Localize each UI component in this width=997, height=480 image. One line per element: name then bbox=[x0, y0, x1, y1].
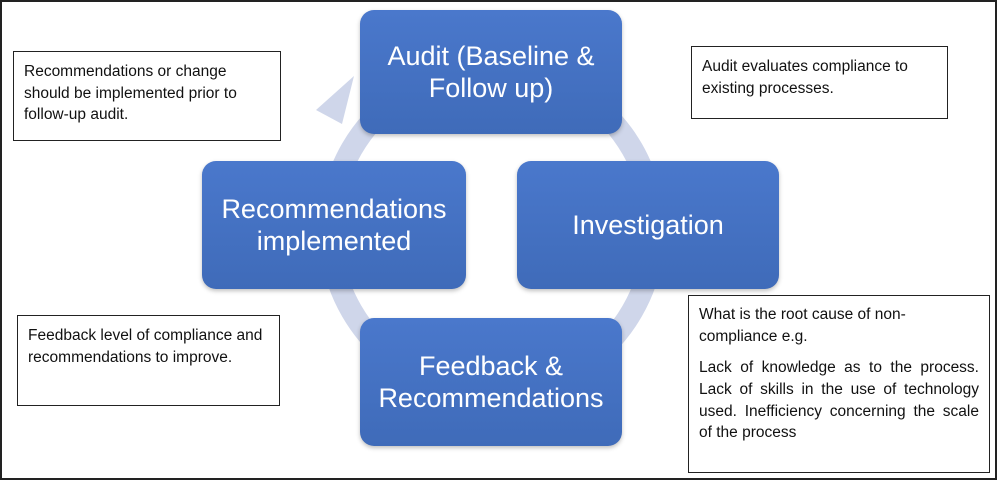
note-bottom-right-question: What is the root cause of non-compliance… bbox=[699, 306, 906, 345]
note-bottom-right: What is the root cause of non-compliance… bbox=[688, 295, 990, 473]
node-audit-label: Audit (Baseline & Follow up) bbox=[387, 40, 595, 103]
note-bottom-left: Feedback level of compliance and recomme… bbox=[17, 315, 280, 406]
note-top-left: Recommendations or change should be impl… bbox=[13, 51, 281, 141]
node-feedback: Feedback & Recommendations bbox=[360, 318, 622, 446]
node-investigation-label: Investigation bbox=[572, 209, 724, 240]
node-recommendations-label: Recommendations implemented bbox=[221, 193, 447, 256]
cycle-arrowhead bbox=[316, 76, 354, 124]
node-investigation: Investigation bbox=[517, 161, 779, 289]
node-audit: Audit (Baseline & Follow up) bbox=[360, 10, 622, 134]
note-top-right-text: Audit evaluates compliance to existing p… bbox=[702, 58, 908, 97]
note-bottom-right-details: Lack of knowledge as to the process. Lac… bbox=[699, 359, 979, 442]
node-feedback-label: Feedback & Recommendations bbox=[378, 350, 604, 413]
note-top-right: Audit evaluates compliance to existing p… bbox=[691, 46, 948, 119]
note-bottom-left-text: Feedback level of compliance and recomme… bbox=[28, 327, 263, 366]
note-top-left-text: Recommendations or change should be impl… bbox=[24, 63, 237, 124]
node-recommendations: Recommendations implemented bbox=[202, 161, 466, 289]
